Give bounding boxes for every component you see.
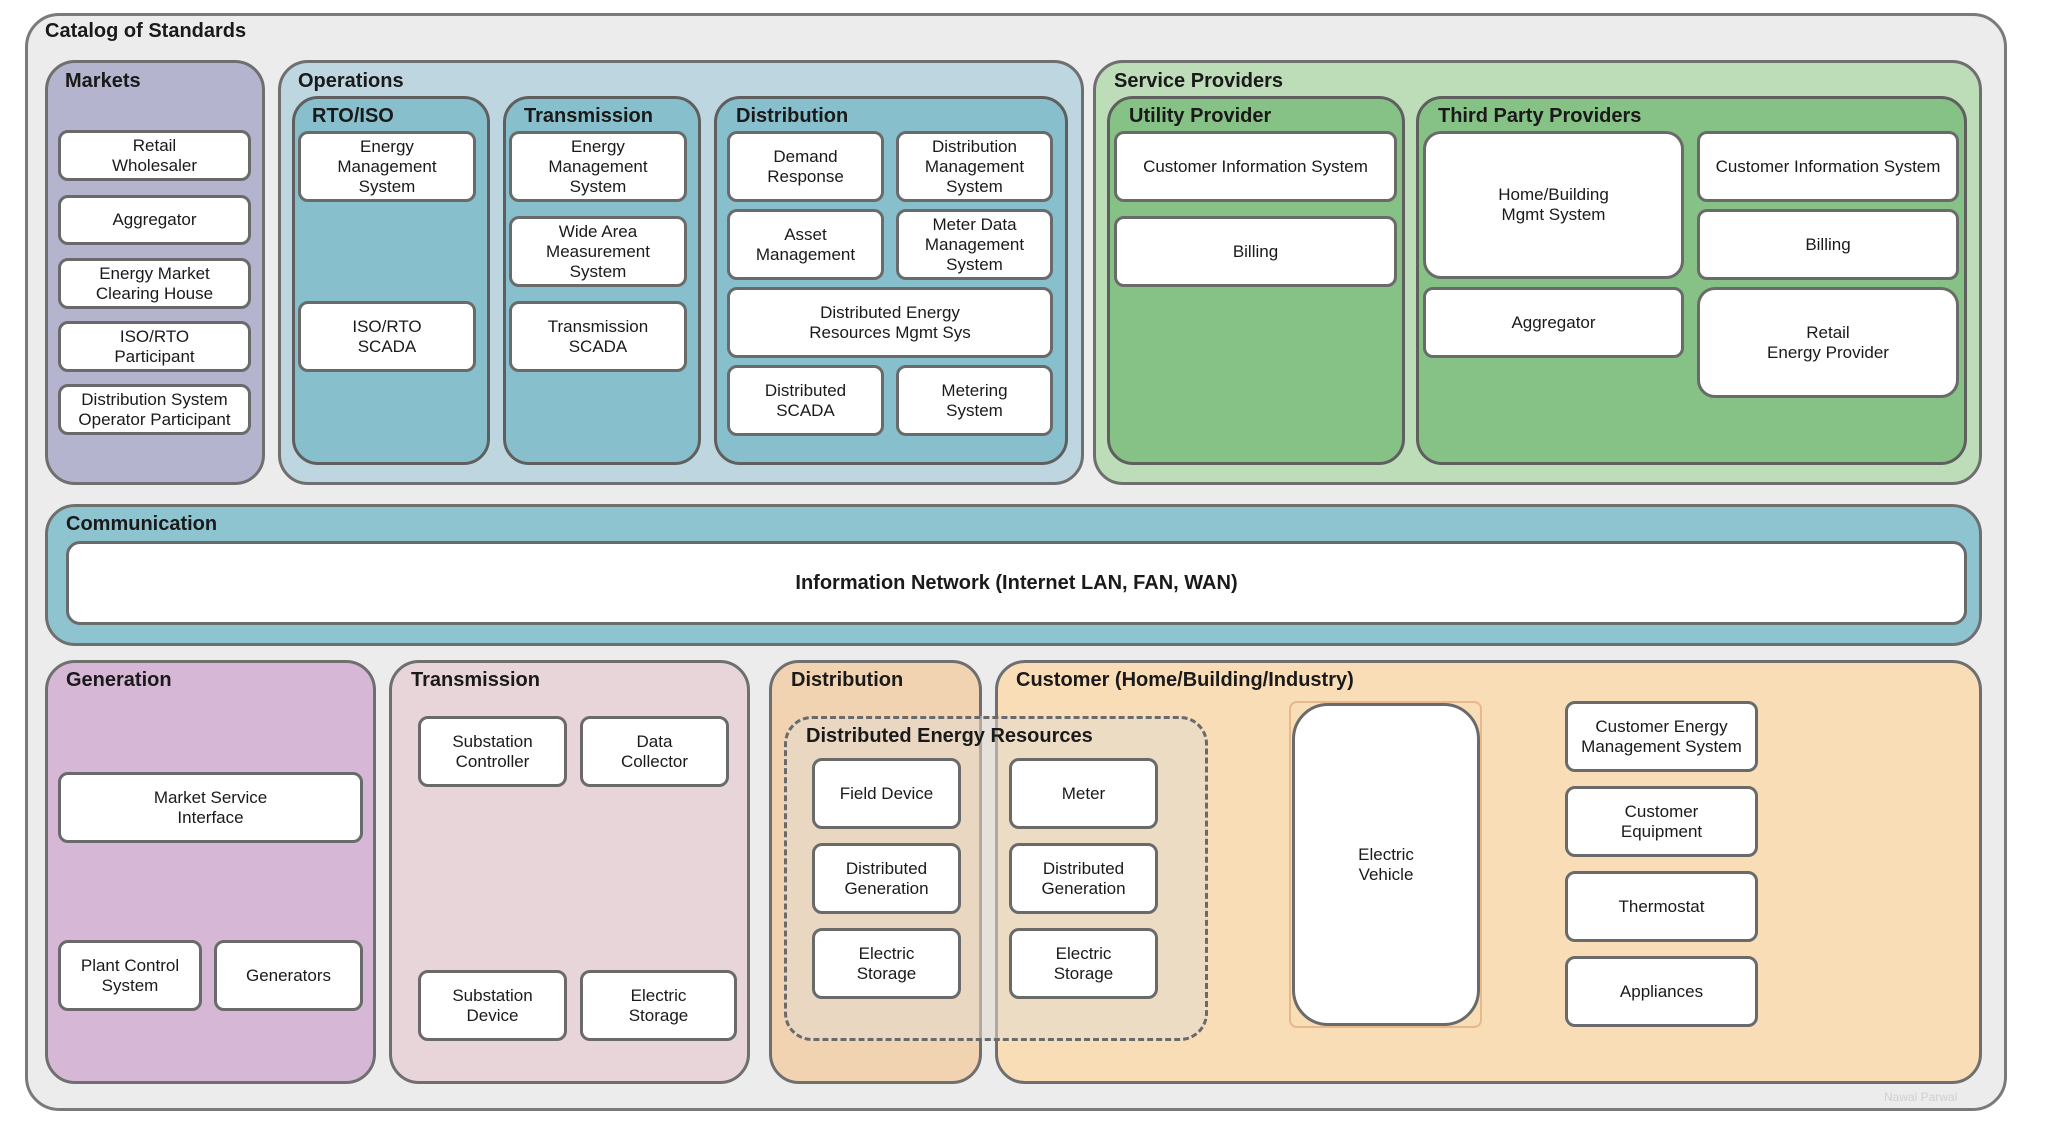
der-distributed-generation-1: Distributed Generation <box>812 843 961 914</box>
third-party-providers-title: Third Party Providers <box>1438 105 1642 127</box>
cust-energy-management-system: Customer Energy Management System <box>1565 701 1758 772</box>
third-home-building-mgmt: Home/Building Mgmt System <box>1423 131 1684 279</box>
third-aggregator: Aggregator <box>1423 287 1684 358</box>
rto-iso-title: RTO/ISO <box>312 105 394 127</box>
der-electric-storage-1: Electric Storage <box>812 928 961 999</box>
generation-group <box>45 660 376 1084</box>
der-meter: Meter <box>1009 758 1158 829</box>
der-field-device: Field Device <box>812 758 961 829</box>
gen-generators: Generators <box>214 940 363 1011</box>
dist-metering-system: Metering System <box>896 365 1053 436</box>
cust-electric-vehicle: Electric Vehicle <box>1292 703 1480 1026</box>
market-aggregator: Aggregator <box>58 195 251 245</box>
ops-transmission-title: Transmission <box>524 105 653 127</box>
der-distributed-generation-2: Distributed Generation <box>1009 843 1158 914</box>
dist-scada: Distributed SCADA <box>727 365 884 436</box>
utility-provider-title: Utility Provider <box>1129 105 1272 127</box>
generation-title: Generation <box>66 669 172 691</box>
watermark: Nawal Parwal <box>1884 1090 1958 1104</box>
rto-energy-management-system: Energy Management System <box>298 131 476 202</box>
third-retail-energy-provider: Retail Energy Provider <box>1697 287 1959 398</box>
utility-customer-information-system: Customer Information System <box>1114 131 1397 202</box>
market-iso-rto-participant: ISO/RTO Participant <box>58 321 251 372</box>
dist-asset-management: Asset Management <box>727 209 884 280</box>
dist-derms: Distributed Energy Resources Mgmt Sys <box>727 287 1053 358</box>
transmission-title: Transmission <box>411 669 540 691</box>
trans-wide-area-measurement: Wide Area Measurement System <box>509 216 687 287</box>
electric-vehicle-frame <box>1289 701 1482 1028</box>
distribution-title: Distribution <box>791 669 904 691</box>
rto-iso-scada: ISO/RTO SCADA <box>298 301 476 372</box>
der-electric-storage-2: Electric Storage <box>1009 928 1158 999</box>
markets-title: Markets <box>65 70 141 92</box>
utility-billing: Billing <box>1114 216 1397 287</box>
communication-title: Communication <box>66 513 218 535</box>
market-energy-clearing-house: Energy Market Clearing House <box>58 258 251 309</box>
tx-electric-storage: Electric Storage <box>580 970 737 1041</box>
tx-data-collector: Data Collector <box>580 716 729 787</box>
tx-substation-device: Substation Device <box>418 970 567 1041</box>
trans-energy-management-system: Energy Management System <box>509 131 687 202</box>
operations-title: Operations <box>298 70 404 92</box>
cust-appliances: Appliances <box>1565 956 1758 1027</box>
trans-scada: Transmission SCADA <box>509 301 687 372</box>
information-network: Information Network (Internet LAN, FAN, … <box>66 541 1967 625</box>
service-providers-title: Service Providers <box>1114 70 1283 92</box>
tx-substation-controller: Substation Controller <box>418 716 567 787</box>
third-billing: Billing <box>1697 209 1959 280</box>
der-title: Distributed Energy Resources <box>806 725 1093 747</box>
dist-meter-data-management: Meter Data Management System <box>896 209 1053 280</box>
customer-title: Customer (Home/Building/Industry) <box>1016 669 1354 691</box>
ops-distribution-title: Distribution <box>736 105 849 127</box>
dist-demand-response: Demand Response <box>727 131 884 202</box>
gen-plant-control-system: Plant Control System <box>58 940 202 1011</box>
dist-management-system: Distribution Management System <box>896 131 1053 202</box>
gen-market-service-interface: Market Service Interface <box>58 772 363 843</box>
diagram-title: Catalog of Standards <box>45 20 247 42</box>
third-customer-information-system: Customer Information System <box>1697 131 1959 202</box>
market-dso-participant: Distribution System Operator Participant <box>58 384 251 435</box>
market-retail-wholesaler: Retail Wholesaler <box>58 130 251 181</box>
cust-thermostat: Thermostat <box>1565 871 1758 942</box>
cust-customer-equipment: Customer Equipment <box>1565 786 1758 857</box>
